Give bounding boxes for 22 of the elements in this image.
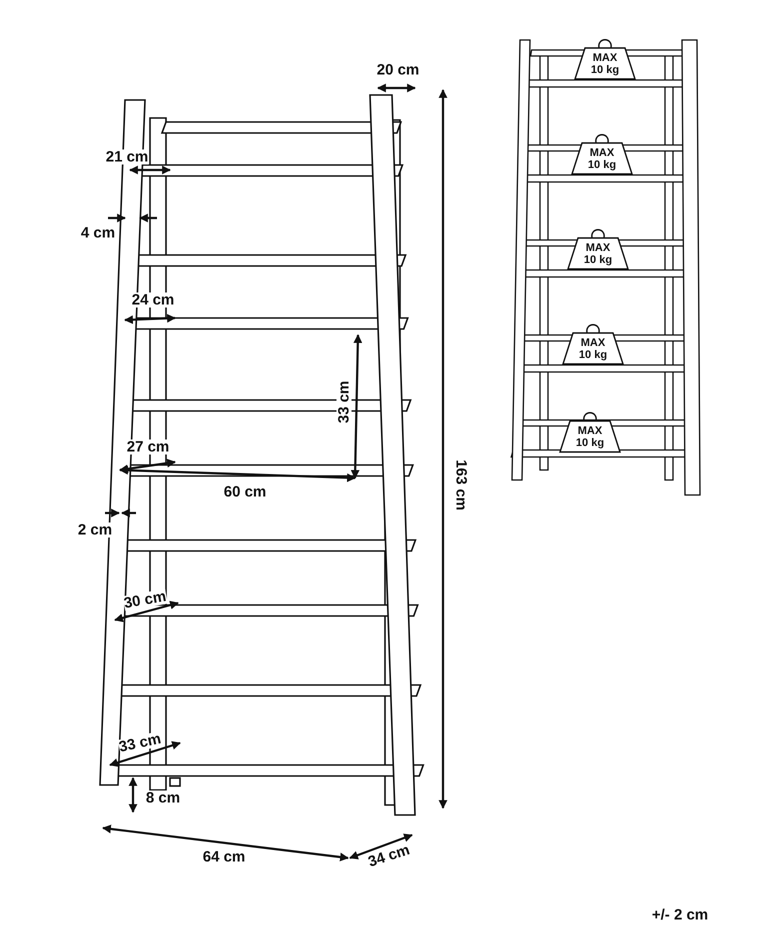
load-weight [570, 131, 634, 175]
dimension-label: 4 cm [80, 226, 116, 240]
dimension-label: 33 cm [336, 380, 352, 424]
load-weight [558, 409, 622, 453]
dimension-label: 60 cm [224, 484, 266, 500]
load-limit-label: MAX 10 kg [574, 425, 606, 449]
load-limit-label: MAX 10 kg [582, 242, 614, 266]
load-weight [566, 226, 630, 270]
dimension-label: 20 cm [376, 62, 420, 78]
tolerance-note: +/- 2 cm [652, 908, 708, 922]
dimension-label: 64 cm [202, 850, 246, 864]
load-limit-label: MAX 10 kg [578, 337, 608, 361]
dimension-label: 8 cm [146, 790, 180, 806]
load-weight [573, 36, 637, 80]
dimension-label: 163 cm [454, 460, 468, 510]
dimension-label: 2 cm [78, 522, 112, 538]
load-limit-label: MAX 10 kg [590, 52, 620, 76]
dimension-label: 24 cm [132, 292, 174, 308]
dimension-label: 21 cm [106, 150, 148, 164]
dimension-label: 27 cm [126, 440, 170, 454]
load-weight [561, 321, 625, 365]
load-limit-label: MAX 10 kg [586, 147, 618, 171]
